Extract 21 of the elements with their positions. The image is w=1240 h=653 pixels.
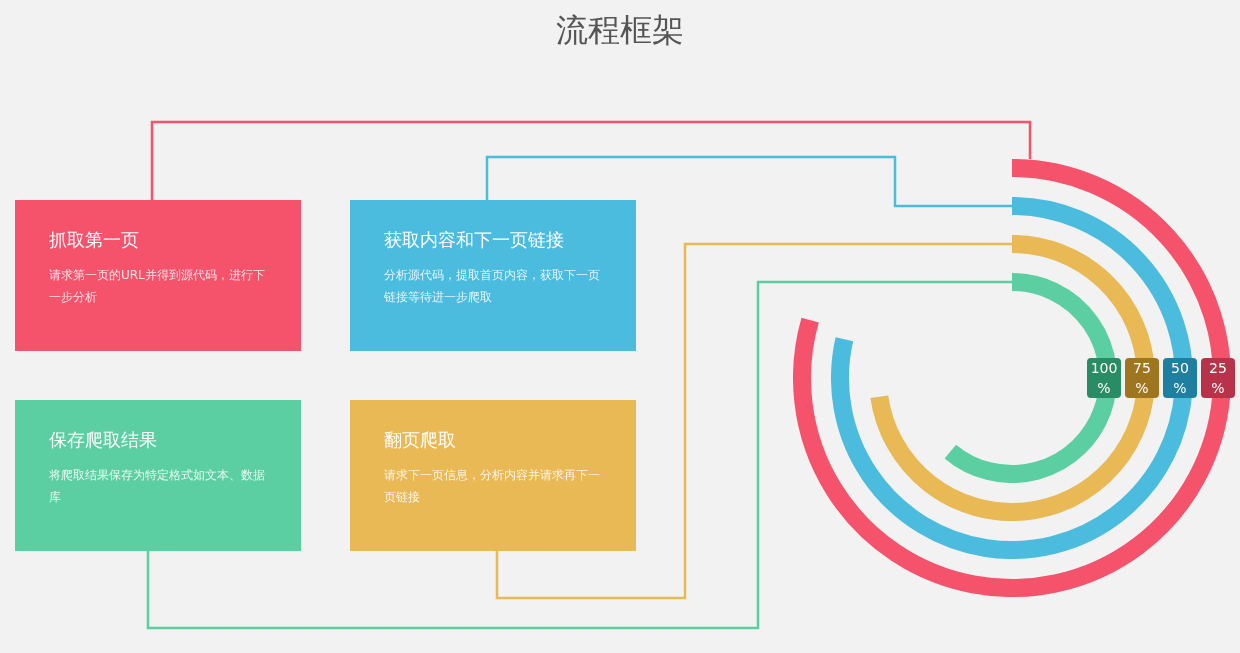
percent-label: 75 % (1125, 358, 1159, 398)
box-heading: 保存爬取结果 (49, 428, 157, 452)
process-box (350, 400, 636, 551)
box-description: 分析源代码，提取首页内容，获取下一页链接等待进一步爬取 (384, 267, 601, 306)
connector-line (146, 280, 1012, 630)
box-description: 将爬取结果保存为特定格式如文本、数据库 (49, 467, 266, 506)
connector-line (150, 120, 1032, 200)
percent-label: 25 % (1201, 358, 1235, 398)
connector-line (485, 155, 1012, 208)
diagram-title: 流程框架 (556, 10, 684, 51)
box-heading: 获取内容和下一页链接 (384, 228, 564, 252)
box-heading: 抓取第一页 (49, 228, 139, 252)
percent-label: 50 % (1163, 358, 1197, 398)
percent-label: 100 % (1087, 358, 1121, 398)
box-description: 请求下一页信息，分析内容并请求再下一页链接 (384, 467, 601, 506)
process-box (15, 200, 301, 351)
box-description: 请求第一页的URL并得到源代码，进行下一步分析 (49, 267, 266, 306)
connector-line (495, 242, 1012, 600)
process-box (15, 400, 301, 551)
process-box (350, 200, 636, 351)
box-heading: 翻页爬取 (384, 428, 456, 452)
